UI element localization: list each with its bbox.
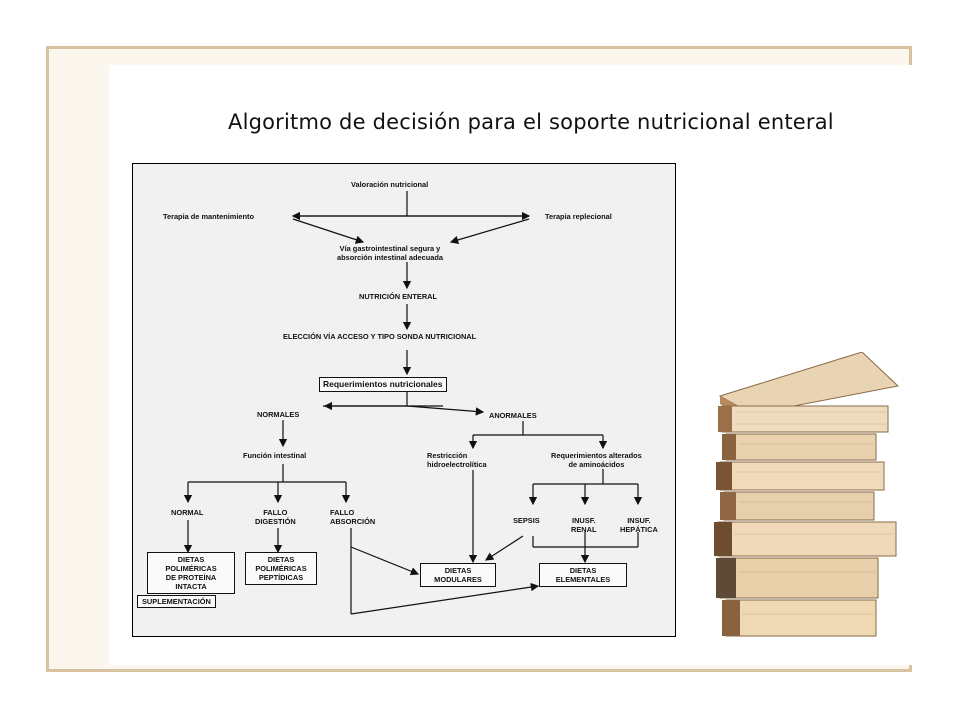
node-poli-int-line3: DE PROTEÍNA	[165, 573, 217, 582]
slide-title: Algoritmo de decisión para el soporte nu…	[228, 110, 834, 134]
node-suplementacion: SUPLEMENTACIÓN	[137, 595, 216, 608]
node-modulares-line1: DIETAS	[444, 566, 472, 575]
node-valoracion: Valoración nutricional	[351, 180, 429, 189]
flowchart: Valoración nutricional Terapia de manten…	[132, 163, 676, 637]
node-poli-pep-line2: POLIMÉRICAS	[255, 564, 307, 573]
node-modulares-line2: MODULARES	[434, 575, 482, 584]
flowchart-connectors	[183, 191, 643, 615]
node-requerimientos-alterados: Requerimientos alterados de aminoácidos	[551, 451, 642, 469]
node-renal-line1: INUSF.	[572, 516, 596, 525]
node-poli-int-line4: INTACTA	[175, 582, 207, 591]
node-terapia-replecional: Terapia replecional	[545, 212, 612, 221]
node-normal: NORMAL	[171, 508, 204, 517]
node-fallo-absorcion: FALLO ABSORCIÓN	[330, 508, 375, 526]
node-fallo-dig-line2: DIGESTIÓN	[255, 517, 296, 526]
node-fallo-digestion: FALLO DIGESTIÓN	[255, 508, 296, 526]
node-fallo-abs-line1: FALLO	[330, 508, 355, 517]
node-sepsis: SEPSIS	[513, 516, 540, 525]
node-insuf-renal: INUSF. RENAL	[571, 516, 596, 534]
node-via-line2: absorción intestinal adecuada	[337, 253, 443, 262]
node-insuf-hepatica: INSUF. HEPÁTICA	[620, 516, 658, 534]
node-terapia-mantenimiento: Terapia de mantenimiento	[163, 212, 255, 221]
node-requerimientos: Requerimientos nutricionales	[319, 377, 447, 392]
node-fallo-abs-line2: ABSORCIÓN	[330, 517, 376, 526]
node-eleccion-via: ELECCIÓN VÍA ACCESO Y TIPO SONDA NUTRICI…	[283, 332, 477, 341]
node-via-gastrointestinal: Vía gastrointestinal segura y absorción …	[337, 244, 443, 262]
node-poli-pep-line3: PEPTÍDICAS	[258, 573, 304, 582]
node-restriccion: Restricción hidroelectrolítica	[427, 451, 487, 469]
node-normales: NORMALES	[257, 410, 300, 419]
node-fallo-dig-line1: FALLO	[263, 508, 288, 517]
node-hepatica-line1: INSUF.	[627, 516, 651, 525]
node-poli-pep-line1: DIETAS	[267, 555, 295, 564]
node-dietas-elementales: DIETAS ELEMENTALES	[539, 563, 627, 587]
node-dietas-polimericas-peptidicas: DIETAS POLIMÉRICAS PEPTÍDICAS	[245, 552, 317, 585]
node-restriccion-line1: Restricción	[427, 451, 468, 460]
node-renal-line2: RENAL	[571, 525, 597, 534]
node-elementales-line1: DIETAS	[569, 566, 597, 575]
node-poli-int-line1: DIETAS	[177, 555, 205, 564]
node-dietas-polimericas-intacta: DIETAS POLIMÉRICAS DE PROTEÍNA INTACTA	[147, 552, 235, 594]
node-hepatica-line2: HEPÁTICA	[620, 525, 658, 534]
node-restriccion-line2: hidroelectrolítica	[427, 460, 487, 469]
node-dietas-modulares: DIETAS MODULARES	[420, 563, 496, 587]
node-via-line1: Vía gastrointestinal segura y	[339, 244, 441, 253]
node-funcion-intestinal: Función intestinal	[243, 451, 307, 460]
node-req-alt-line1: Requerimientos alterados	[551, 451, 642, 460]
node-elementales-line2: ELEMENTALES	[555, 575, 611, 584]
node-req-alt-line2: de aminoácidos	[568, 460, 625, 469]
node-anormales: ANORMALES	[489, 411, 537, 420]
node-poli-int-line2: POLIMÉRICAS	[165, 564, 217, 573]
node-nutricion-enteral: NUTRICIÓN ENTERAL	[359, 292, 438, 301]
book-stack-icon	[714, 352, 900, 637]
